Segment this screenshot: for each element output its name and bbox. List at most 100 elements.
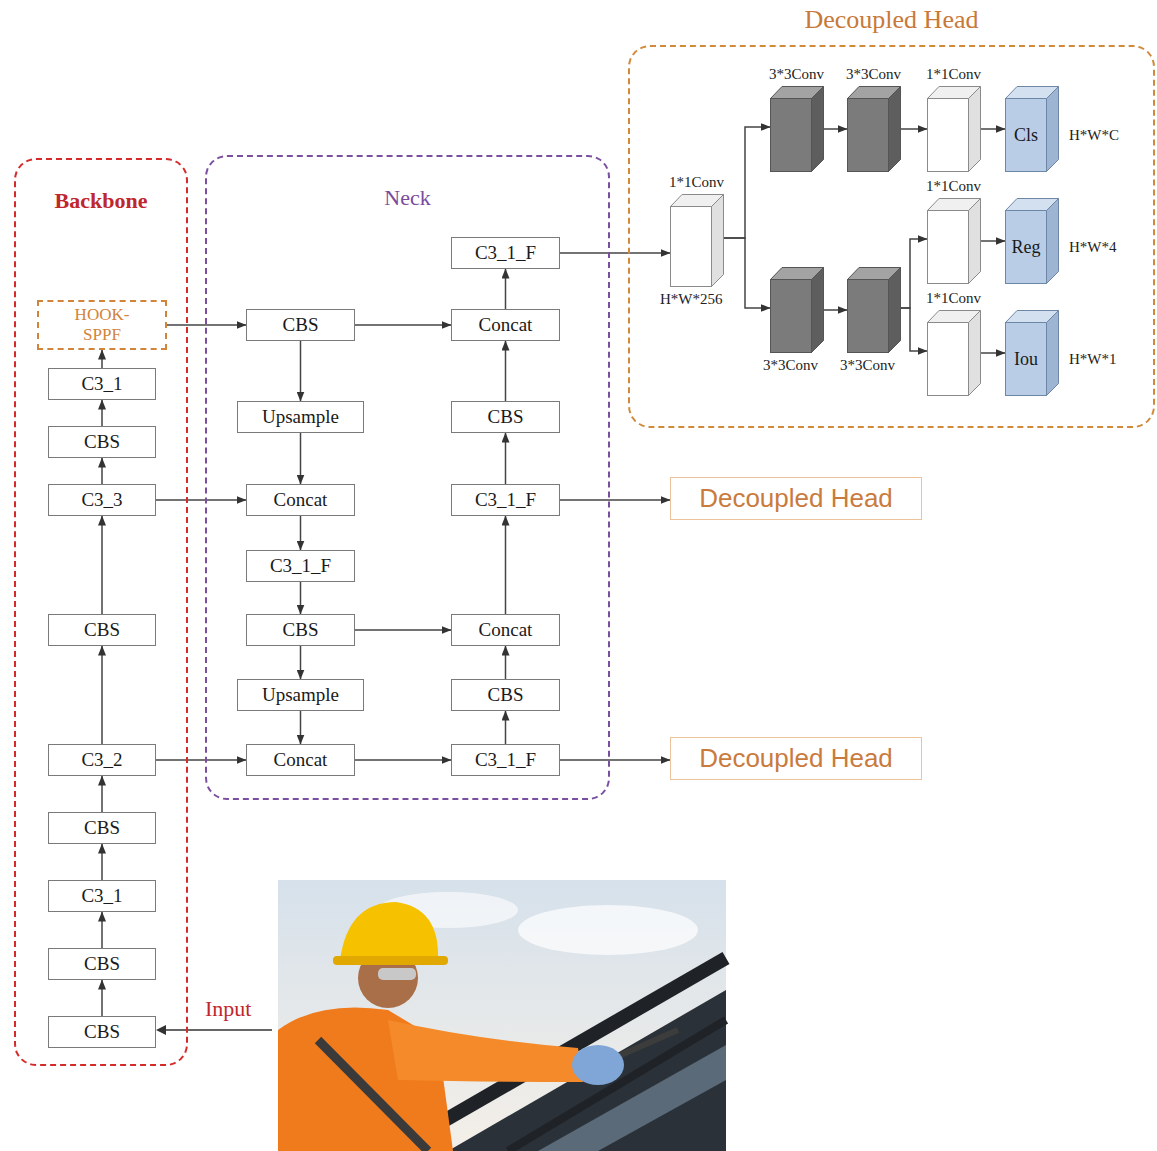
flow-arrow [101,516,103,614]
flow-arrow [824,128,847,130]
flow-arrow [300,341,302,401]
flow-arrow [156,759,246,761]
flow-arrow [505,433,507,484]
box-text: CBS [488,684,524,706]
block-inner: Iou [1005,322,1047,396]
region-title-text: Decoupled Head [805,5,979,34]
flow-arrow [901,308,927,351]
conv-block-front [771,99,812,172]
flow-arrow [505,711,507,744]
flow-arrow [300,582,302,614]
flow-arrow [101,980,103,1016]
input-arrow [164,1029,272,1031]
flow-arrow [505,516,507,614]
layer-box: Concat [246,484,355,516]
layer-box: CBS [48,426,156,458]
box-text: CBS [84,953,120,975]
flow-arrow [981,128,1005,130]
conv-block: ClsH*W*C [1005,86,1059,172]
conv-block-shape [770,86,824,172]
block-label: 3*3Conv [846,65,901,83]
layer-label: 1*1Conv [926,178,981,194]
layer-box: C3_1_F [246,550,355,582]
box-text: Concat [479,619,533,641]
conv-block: RegH*W*4 [1005,198,1059,284]
block-label: 1*1Conv [669,173,724,191]
conv-block-side [1047,199,1059,284]
box-text: Concat [479,314,533,336]
box-text: C3_1_F [475,749,536,771]
tensor-shape: H*W*4 [1069,239,1117,255]
layer-box: CBS [246,309,355,341]
region-title: Decoupled Head [630,5,1153,35]
group-region: Decoupled Head3*3Conv3*3Conv1*1ConvClsH*… [628,45,1155,428]
conv-block: 3*3Conv [847,86,901,172]
box-text: C3_1 [81,373,122,395]
flow-arrow [724,127,770,238]
box-text: C3_3 [81,489,122,511]
conv-block: IouH*W*1 [1005,310,1059,396]
conv-block-shape [847,267,901,353]
flow-arrow [300,516,302,550]
layer-box: Concat [451,309,560,341]
block-label: 1*1Conv [926,177,981,195]
block-name: Iou [1014,349,1038,370]
box-text: CBS [84,1021,120,1043]
conv-block: 3*3Conv [770,86,824,172]
box-text: CBS [488,406,524,428]
layer-label: 1*1Conv [669,174,724,190]
box-text: Upsample [262,406,339,428]
layer-label: 3*3Conv [840,357,895,373]
conv-block-front [848,99,889,172]
block-label: 1*1Conv [926,289,981,307]
layer-label: 3*3Conv [769,66,824,82]
layer-box: Upsample [237,679,364,711]
conv-block-front [1006,211,1047,284]
box-text: Concat [274,489,328,511]
flow-arrow [101,458,103,484]
layer-box: C3_1_F [451,744,560,776]
head-box: Decoupled Head [670,737,922,780]
sppf-block: HOOK-SPPF [37,300,167,350]
block-label: 3*3Conv [840,356,895,374]
layer-box: CBS [451,679,560,711]
block-name: Reg [1012,237,1041,258]
conv-block-side [969,87,981,172]
block-inner: Reg [1005,210,1047,284]
layer-box: CBS [451,401,560,433]
box-text: CBS [283,314,319,336]
flow-arrow [981,352,1005,354]
conv-block-shape [927,86,981,172]
layer-box: C3_1_F [451,237,560,269]
layer-label: 3*3Conv [846,66,901,82]
conv-block-side [889,268,901,353]
block-label: 3*3Conv [763,356,818,374]
group-region: BackboneHOOK-SPPFC3_1CBSC3_3CBSC3_2CBSC3… [14,158,188,1066]
helmet-brim [333,956,448,965]
block-label: 3*3Conv [769,65,824,83]
layer-label: 1*1Conv [926,290,981,306]
conv-block-shape [847,86,901,172]
flow-arrow [156,499,246,501]
block-label: H*W*C [1069,126,1119,144]
tensor-shape: H*W*C [1069,127,1119,143]
flow-arrow [300,711,302,744]
conv-block-side [889,87,901,172]
flow-arrow [560,252,670,254]
flow-arrow [101,350,103,368]
region-title: Neck [207,185,608,210]
layer-box: C3_1 [48,368,156,400]
flow-arrow [101,912,103,948]
conv-block-front [671,207,712,287]
box-text: C3_2 [81,749,122,771]
flow-arrow [355,324,451,326]
box-text: Decoupled Head [699,484,893,514]
flow-arrow [724,238,770,308]
layer-label: 3*3Conv [763,357,818,373]
conv-block: 3*3Conv [847,267,901,353]
conv-block-side [1047,87,1059,172]
box-text: Upsample [262,684,339,706]
flow-arrow [101,400,103,426]
